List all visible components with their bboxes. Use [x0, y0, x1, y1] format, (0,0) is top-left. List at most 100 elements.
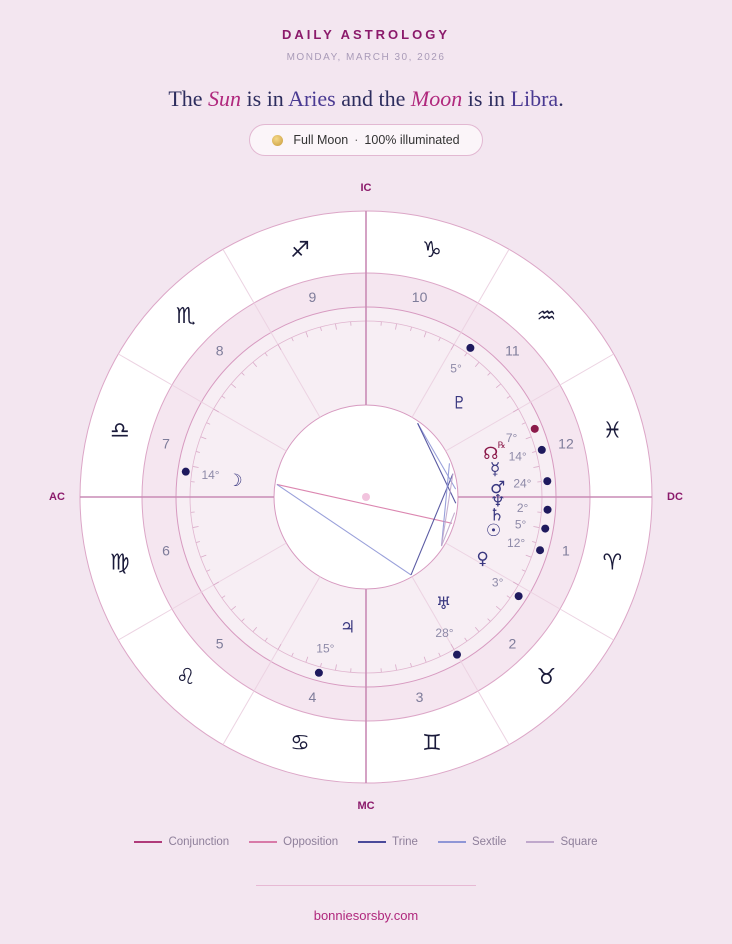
saturn-degree-label: 5°	[515, 517, 527, 531]
degree-tick	[305, 656, 309, 663]
degree-tick	[200, 554, 207, 558]
virgo-sign-icon: ♍	[110, 550, 130, 575]
degree-tick	[277, 344, 282, 350]
degree-tick	[487, 618, 491, 622]
pluto-position-dot	[466, 343, 475, 352]
house-divider	[253, 576, 321, 692]
legend-label: Sextile	[471, 836, 507, 848]
sun-icon: ☉	[486, 521, 501, 541]
moon-phase-icon	[272, 134, 284, 146]
saturn-icon: ♄	[489, 505, 504, 525]
degree-tick	[221, 595, 226, 599]
axis-label-ac: AC	[49, 491, 65, 503]
degree-tick	[221, 395, 226, 399]
house-number: 9	[309, 289, 317, 305]
headline-sun: Sun	[208, 86, 242, 111]
degree-tick	[195, 451, 200, 453]
degree-tick	[495, 383, 502, 389]
degree-tick	[423, 656, 427, 663]
headline-text: is in	[241, 86, 289, 111]
degree-tick	[410, 326, 412, 331]
degree-tick	[192, 526, 199, 528]
mars-position-dot	[543, 477, 552, 486]
degree-tick	[521, 569, 526, 572]
degree-tick	[464, 352, 468, 357]
house-number: 6	[162, 543, 170, 559]
jupiter-icon: ♃	[340, 618, 355, 638]
headline-text: The	[168, 86, 209, 111]
jupiter-degree-label: 15°	[316, 642, 334, 656]
legend-label: Opposition	[283, 836, 339, 848]
legend-swatch	[437, 841, 466, 843]
sign-divider	[222, 690, 255, 745]
headline: The Sun is in Aries and the Moon is in L…	[0, 86, 732, 112]
page-eyebrow: DAILY ASTROLOGY	[281, 27, 451, 42]
legend-item-trine: Trine	[358, 836, 418, 848]
jupiter-position-dot	[314, 668, 323, 677]
aries-sign-icon: ♈	[602, 550, 622, 575]
house-divider	[445, 384, 561, 452]
degree-tick	[213, 581, 219, 586]
chart-center-mark	[362, 493, 370, 501]
degree-tick	[395, 664, 397, 671]
degree-tick	[410, 663, 412, 668]
aspect-line-square	[440, 473, 454, 547]
degree-tick	[335, 664, 337, 671]
sign-divider	[559, 608, 614, 641]
mercury-icon: ☿	[490, 460, 500, 480]
moon-position-dot	[181, 467, 190, 476]
degree-tick	[532, 451, 537, 453]
cancer-sign-icon: ♋	[290, 731, 310, 756]
mars-degree-label: 24°	[513, 476, 531, 490]
house-number: 11	[505, 343, 520, 359]
leo-sign-icon: ♌	[176, 665, 196, 690]
legend-swatch	[358, 841, 387, 843]
degree-tick	[320, 326, 322, 331]
gemini-sign-icon: ♊	[422, 731, 442, 756]
taurus-sign-icon: ♉	[536, 665, 556, 690]
degree-tick	[450, 344, 455, 350]
mars-icon: ♂	[490, 478, 505, 498]
page-date: MONDAY, MARCH 30, 2026	[286, 52, 446, 63]
degree-tick	[438, 337, 441, 342]
aquarius-sign-icon: ♒	[536, 304, 556, 329]
house-number: 8	[216, 343, 224, 359]
uranus-degree-label: 28°	[435, 626, 453, 640]
venus-icon: ♀	[476, 549, 488, 569]
aspect-line-sextile	[276, 484, 412, 576]
degree-tick	[252, 626, 258, 633]
degree-tick	[487, 372, 491, 376]
degree-tick	[423, 331, 427, 338]
moon-phase-label: Full Moon	[293, 133, 349, 147]
sun-position-dot	[536, 546, 545, 555]
legend-item-conjunction: Conjunction	[134, 836, 229, 848]
aspect-line-square	[440, 512, 456, 547]
mercury-position-dot	[537, 445, 546, 454]
degree-tick	[264, 352, 268, 357]
house-divider	[411, 302, 479, 418]
degree-tick	[230, 383, 237, 389]
mercury-degree-label: 14°	[509, 449, 527, 463]
house-divider	[253, 302, 321, 418]
axis-label-dc: DC	[667, 491, 683, 503]
capricorn-sign-icon: ♑	[422, 238, 442, 263]
footer-link[interactable]: bonniesorsby.com	[313, 908, 419, 923]
house-divider	[171, 384, 287, 452]
house-divider	[171, 542, 287, 610]
legend-label: Square	[560, 836, 598, 848]
degree-tick	[335, 323, 337, 330]
degree-tick	[291, 652, 294, 657]
venus-degree-label: 3°	[492, 576, 504, 590]
sign-divider	[222, 249, 255, 304]
aspect-line-trine	[410, 473, 454, 576]
headline-sun-sign: Aries	[288, 86, 336, 111]
house-number: 7	[162, 435, 170, 451]
degree-tick	[474, 626, 480, 633]
legend-label: Trine	[392, 836, 418, 848]
degree-tick	[291, 337, 294, 342]
sign-divider	[477, 690, 510, 745]
headline-text: is in	[462, 86, 511, 111]
house-number: 4	[309, 689, 317, 705]
degree-tick	[206, 569, 211, 572]
